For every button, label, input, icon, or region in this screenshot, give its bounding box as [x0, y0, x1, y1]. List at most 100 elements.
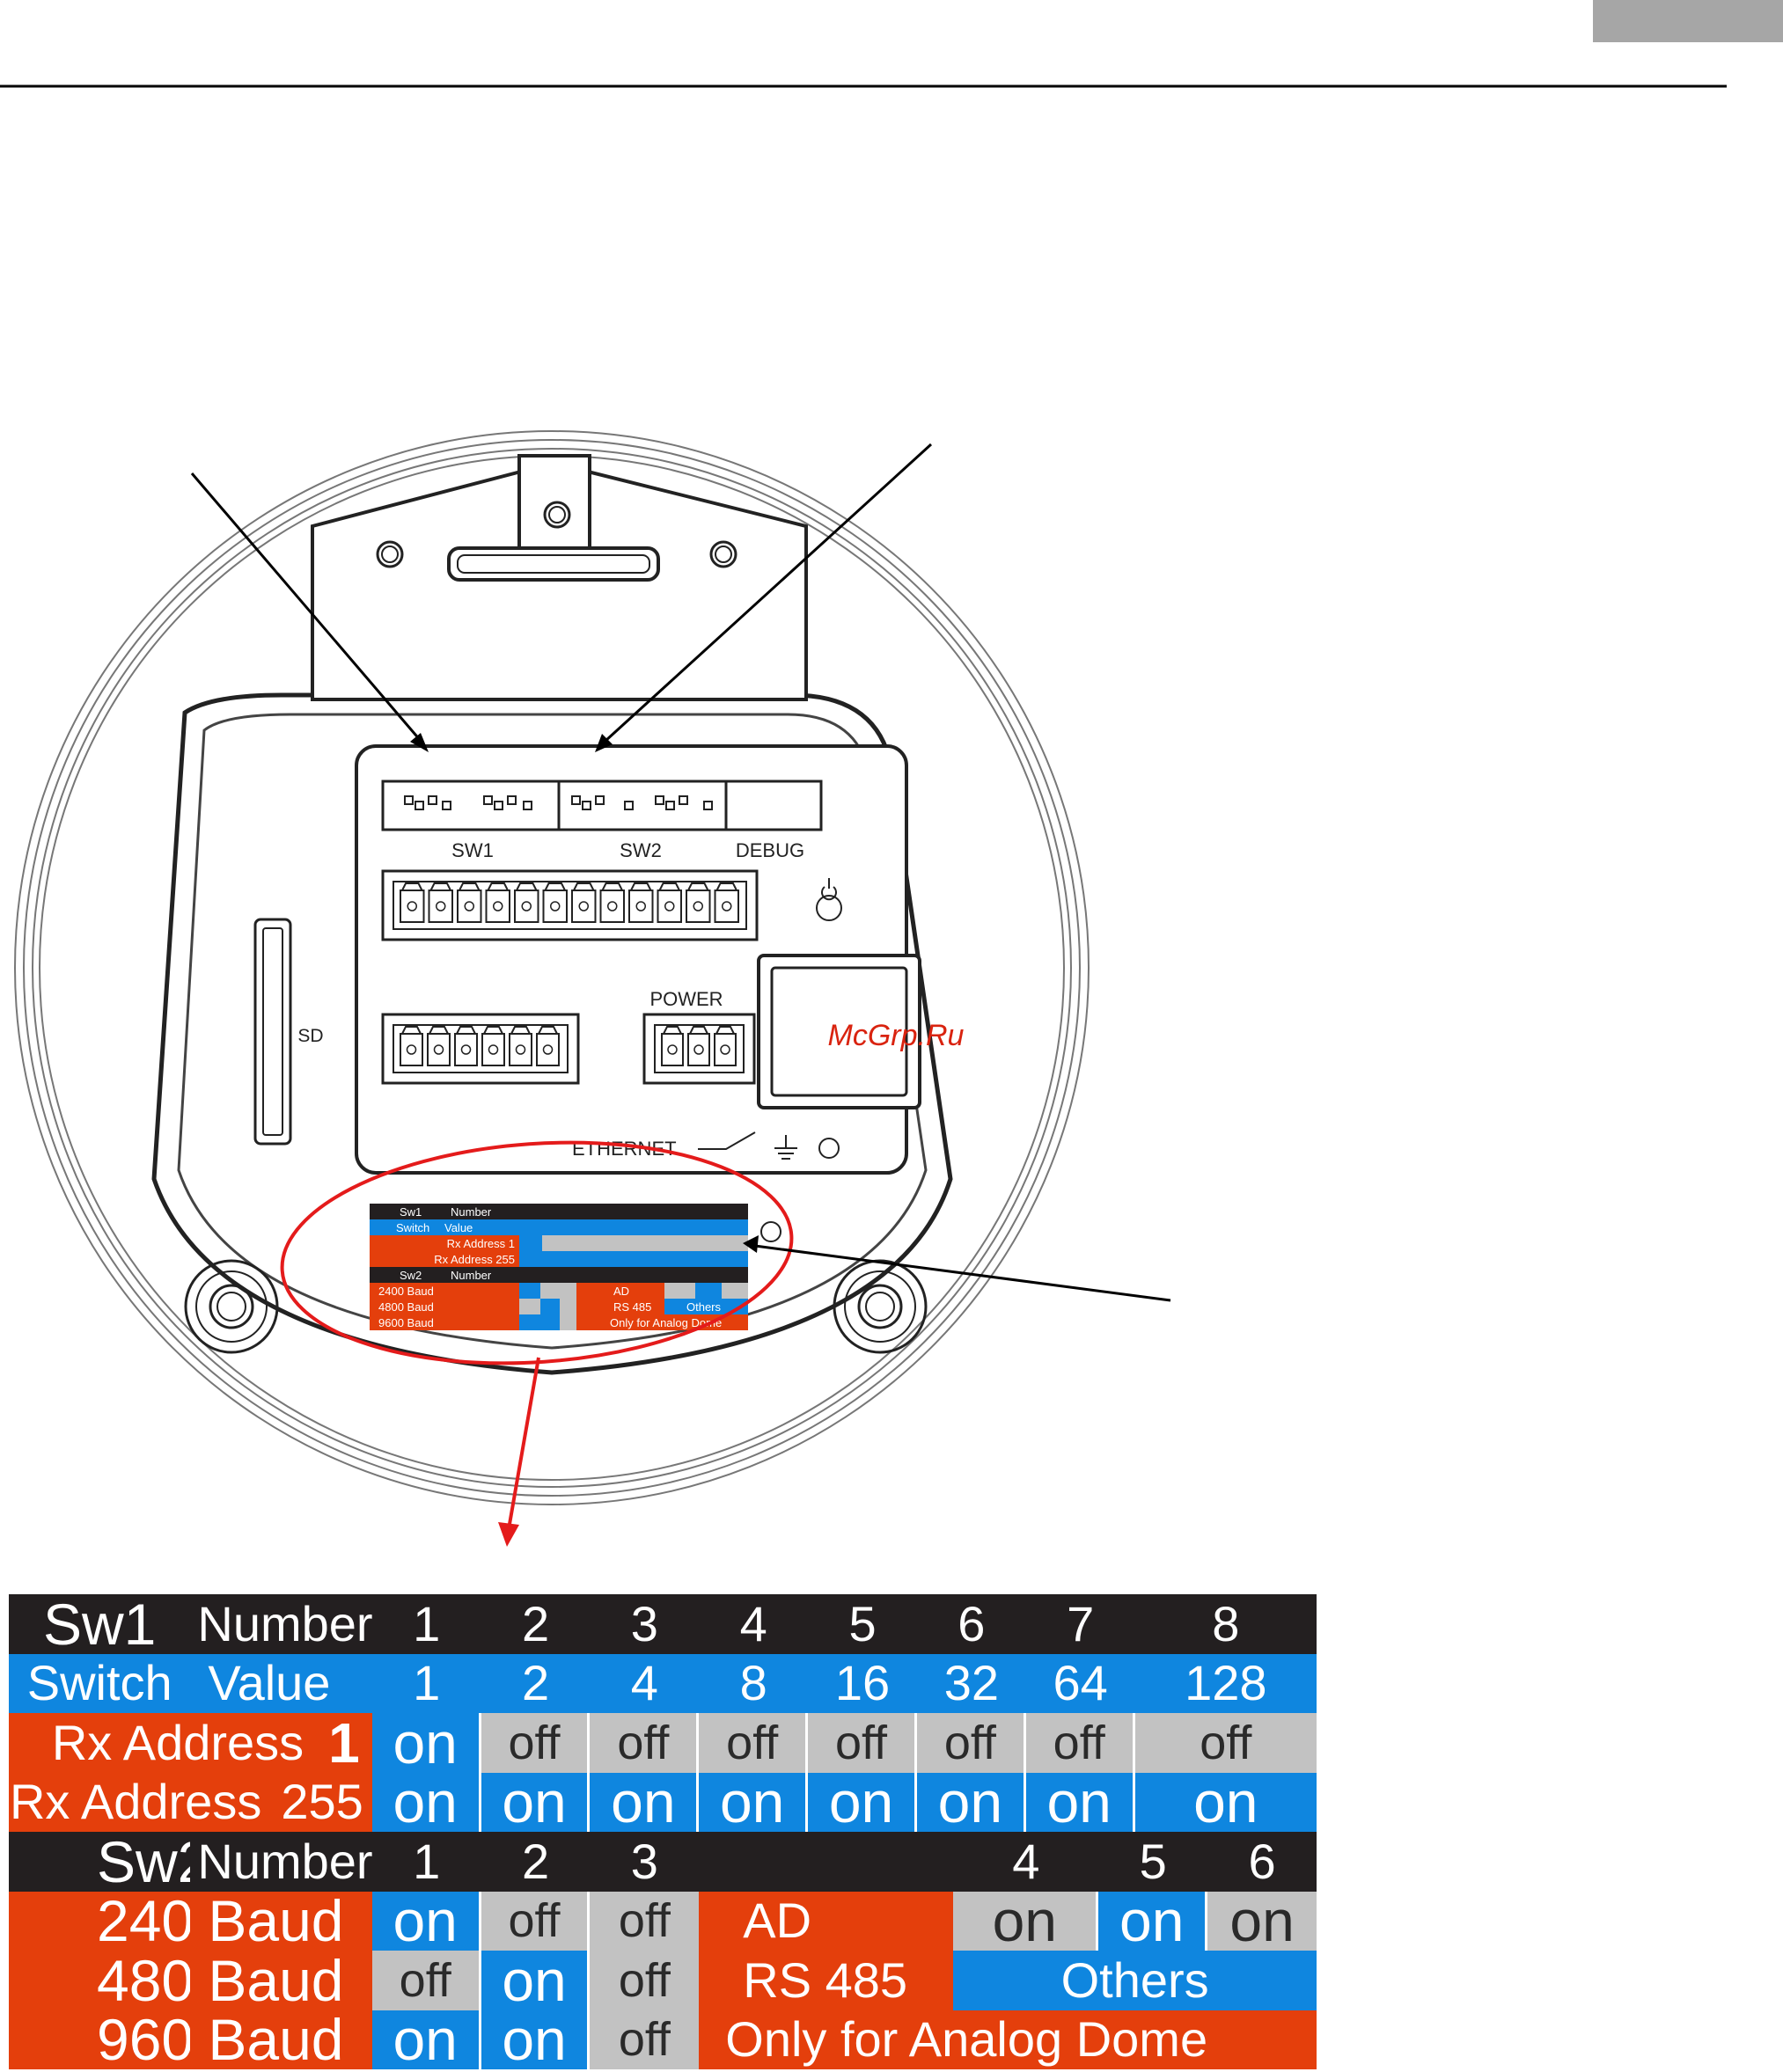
terminal-pin: [542, 882, 568, 923]
mini-switch: Switch: [396, 1221, 429, 1234]
mini-analog: Only for Analog Dome: [610, 1316, 722, 1329]
sw1-number: 4: [699, 1594, 809, 1654]
sw1-number: 6: [916, 1594, 1026, 1654]
dip-switch-settings-table: Sw1 Number 1 2 3 4 5 6 7 8 Switch Value …: [9, 1594, 1317, 2069]
sw2-number: 5: [1098, 1832, 1208, 1892]
sw2-number-label: Number: [190, 1832, 372, 1892]
mini-others: Others: [686, 1300, 722, 1314]
mini-number-2: Number: [451, 1269, 492, 1282]
rx1-switch-state: off: [916, 1713, 1026, 1773]
mini-value: Value: [444, 1221, 473, 1234]
sw2-label: Sw2: [9, 1832, 191, 1892]
rx-address-value: 255: [281, 1774, 363, 1830]
terminal-pin: [485, 882, 510, 923]
mini-number: Number: [451, 1205, 492, 1219]
switch-value: 8: [699, 1653, 809, 1713]
terminal-pin: [427, 1026, 451, 1066]
terminal-pins-6: [400, 1026, 560, 1066]
sw1-number: 1: [371, 1594, 481, 1654]
sw1-number-label: Number: [190, 1594, 372, 1654]
sw2-4800-state: off: [371, 1951, 481, 2010]
terminal-pin: [571, 882, 597, 923]
terminal-pin: [514, 882, 539, 923]
baud-label: Baud: [190, 1891, 372, 1951]
mounting-screw-left: [184, 1259, 279, 1354]
switch-value: 1: [371, 1653, 481, 1713]
sw1-label: SW1: [451, 839, 494, 861]
mini-rx255: Rx Address 255: [434, 1253, 515, 1266]
sd-card-slot: [253, 918, 292, 1146]
sw1-number: 2: [481, 1594, 591, 1654]
mini-table-screw: [760, 1221, 781, 1242]
reset-button-icon: [816, 878, 842, 921]
rx255-switch-state: on: [699, 1772, 809, 1832]
sw2-number: 3: [590, 1832, 700, 1892]
switch-value: 64: [1025, 1653, 1135, 1713]
value-label: Value: [190, 1653, 372, 1713]
terminal-pin: [428, 882, 453, 923]
sw2-4800-state: on: [481, 1951, 591, 2010]
rx255-switch-state: on: [916, 1772, 1026, 1832]
terminal-pin: [457, 882, 482, 923]
rx-address-label: Rx Address: [51, 1714, 305, 1770]
watermark: McGrp.Ru: [828, 1019, 965, 1052]
mini-rs485: RS 485: [613, 1300, 651, 1314]
mini-2400: 2400 Baud: [378, 1285, 434, 1298]
pointer-head-sw2: [595, 734, 613, 752]
pointer-head-sw1: [410, 733, 429, 752]
mini-rx1: Rx Address 1: [447, 1237, 515, 1250]
sw1-label: Sw1: [9, 1594, 191, 1654]
debug-label: DEBUG: [736, 839, 804, 861]
protocol-others: Others: [953, 1951, 1317, 2010]
switch-value: 16: [808, 1653, 917, 1713]
sw2-number-gap: [699, 1832, 954, 1892]
terminal-pin: [628, 882, 654, 923]
pointer-line-sw1: [190, 472, 422, 742]
rx255-switch-state: on: [371, 1772, 481, 1832]
callout-arrow-line: [507, 1357, 540, 1530]
switch-value: 32: [916, 1653, 1026, 1713]
sw2-9600-state: on: [481, 2010, 591, 2069]
terminal-pin: [536, 1026, 560, 1066]
page-corner-tab: [1593, 0, 1783, 42]
sw2-extra-state: on: [1207, 1891, 1317, 1951]
sd-label: SD: [297, 1026, 323, 1046]
switch-label: Switch: [9, 1653, 191, 1713]
mini-sw1: Sw1: [400, 1205, 422, 1219]
power-terminal-pins: [661, 1026, 737, 1066]
sw1-number: 8: [1134, 1594, 1317, 1654]
sw2-4800-state: off: [590, 1951, 700, 2010]
ground-icon: [774, 1135, 797, 1160]
mini-4800: 4800 Baud: [378, 1300, 434, 1314]
rx-address-value: 1: [328, 1713, 360, 1773]
switch-value: 128: [1134, 1653, 1317, 1713]
callout-ellipse: [280, 1140, 794, 1365]
terminal-pin: [714, 1026, 737, 1066]
mounting-screw-right: [833, 1259, 928, 1354]
sw2-2400-state: off: [590, 1891, 700, 1951]
protocol-analog-dome: Only for Analog Dome: [699, 2010, 1317, 2069]
terminal-pin: [657, 882, 682, 923]
sw1-number: 7: [1025, 1594, 1135, 1654]
protocol-ad: AD: [699, 1891, 954, 1951]
sw1-number: 3: [590, 1594, 700, 1654]
rx255-switch-state: on: [1025, 1772, 1135, 1832]
sw2-2400-state: off: [481, 1891, 591, 1951]
sw2-2400-state: on: [371, 1891, 481, 1951]
rx-address-1-label: Rx Address 1: [9, 1713, 372, 1773]
sw1-number: 5: [808, 1594, 917, 1654]
rx1-switch-state: off: [1134, 1713, 1317, 1773]
pointer-head-label: [743, 1235, 759, 1253]
terminal-pin: [400, 882, 425, 923]
sw2-extra-state: on: [953, 1891, 1099, 1951]
rx1-switch-state: off: [808, 1713, 917, 1773]
terminal-pin: [454, 1026, 478, 1066]
mini-sw2: Sw2: [400, 1269, 422, 1282]
baud-rate: 4800: [9, 1951, 191, 2010]
dip-switch-block: [381, 780, 823, 831]
rx1-switch-state: on: [371, 1713, 481, 1773]
rx-address-label: Rx Address: [9, 1774, 262, 1830]
switch-value: 4: [590, 1653, 700, 1713]
mini-9600: 9600 Baud: [378, 1316, 434, 1329]
sw2-9600-state: off: [590, 2010, 700, 2069]
